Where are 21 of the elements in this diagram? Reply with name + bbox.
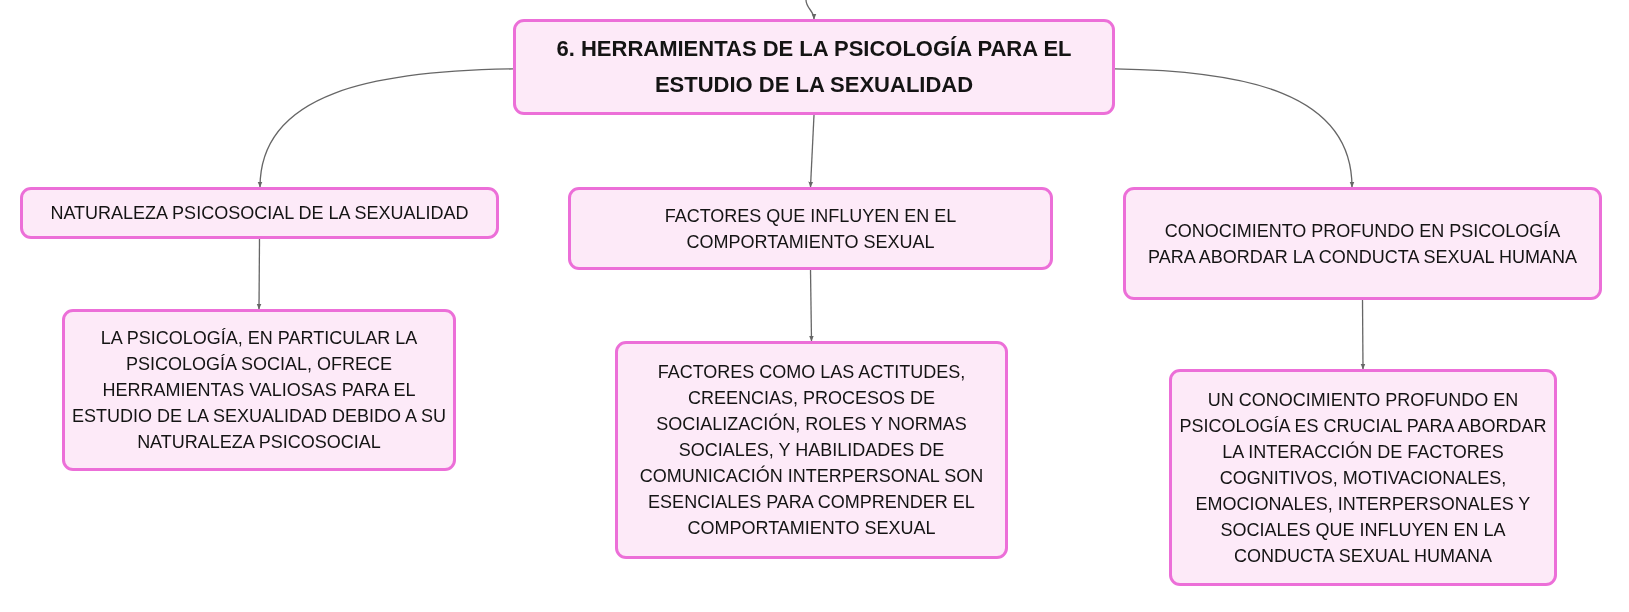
connector-arrow [805, 0, 816, 20]
topic-text: UN CONOCIMIENTO PROFUNDO EN PSICOLOGÍA ES CRUCIAL PARA ABORDAR LA INTERACCIÓN DE FACTORES COGNITIVOS, MOTIVACIONALES, EMOCIONALES, INTERPERSONALES Y SOCIALES QUE INFLUYEN EN LA CONDUCTA SEXUAL HUMANA [1178, 388, 1548, 568]
topic-text: CONOCIMIENTO PROFUNDO EN PSICOLOGÍA PARA ABORDAR LA CONDUCTA SEXUAL HUMANA [1147, 219, 1578, 269]
central-topic-box [513, 19, 1115, 115]
topic-text: 6. HERRAMIENTAS DE LA PSICOLOGÍA PARA EL ESTUDIO DE LA SEXUALIDAD [555, 35, 1073, 99]
topic-text: FACTORES COMO LAS ACTITUDES, CREENCIAS, PROCESOS DE SOCIALIZACIÓN, ROLES Y NORMAS SOCIALES, Y HABILIDADES DE COMUNICACIÓN INTERPERSONAL SON ESENCIALES PARA COMPRENDER EL COMPORTAMIENTO SEXUAL [638, 361, 985, 540]
connector-arrow [258, 68, 514, 188]
connector-arrow [809, 269, 814, 342]
connector-arrow [808, 114, 815, 188]
connector-arrow [1360, 299, 1366, 370]
topic-box [1169, 369, 1557, 586]
topic-box [1123, 187, 1602, 300]
topic-text: FACTORES QUE INFLUYEN EN EL COMPORTAMIENTO SEXUAL [663, 204, 958, 254]
connector-arrow [256, 238, 262, 310]
topic-box [20, 187, 499, 239]
connector-arrow [1114, 68, 1354, 188]
topic-box [615, 341, 1008, 559]
topic-box [568, 187, 1053, 270]
topic-box [62, 309, 456, 471]
topic-text: LA PSICOLOGÍA, EN PARTICULAR LA PSICOLOGÍA SOCIAL, OFRECE HERRAMIENTAS VALIOSAS PARA EL ESTUDIO DE LA SEXUALIDAD DEBIDO A SU NATURALEZA PSICOSOCIAL [70, 327, 448, 454]
topic-text: NATURALEZA PSICOSOCIAL DE LA SEXUALIDAD [50, 202, 469, 225]
